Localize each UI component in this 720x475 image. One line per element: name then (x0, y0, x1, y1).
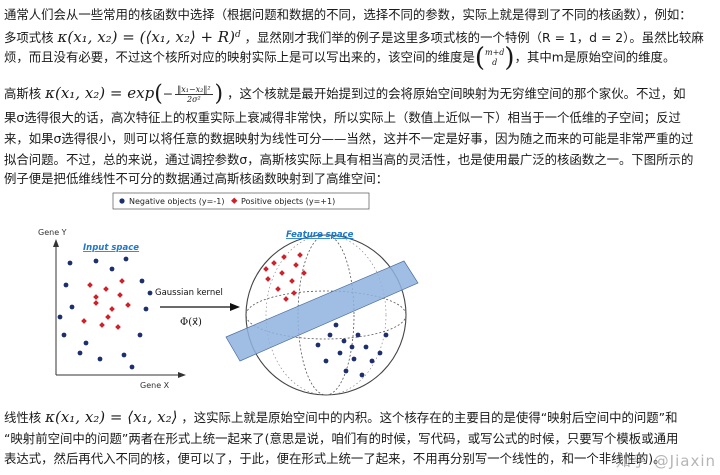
kernel-arrow: Gaussian kernel Φ(x⃗) (155, 288, 240, 328)
positive-point (105, 314, 111, 320)
negative-point (359, 372, 365, 378)
para1-line2: 多项式核 κ(x₁, x₂) = (⟨x₁, x₂⟩ + R)d ，显然刚才我们… (4, 26, 704, 47)
input-space-title: Input space (83, 243, 139, 253)
positive-point (265, 276, 271, 282)
negative-point (147, 290, 153, 296)
negative-point (337, 350, 343, 356)
figure-legend: Negative objects (y=-1) Positive objects… (112, 192, 370, 210)
para3-line3: 表达式，然后再代入不同的核，便可以了，于此，便在形式上统一了起来，不用再分别写一… (4, 451, 666, 466)
gauss-kernel-desc: ，这个核就是最开始提到过的会将原始空间映射为无穷维空间的那个家伙。不过，如 (227, 86, 686, 101)
negative-point (77, 350, 83, 356)
separating-hyperplane (225, 260, 419, 362)
positive-point (289, 278, 295, 284)
phi-mapping-label: Φ(x⃗) (180, 317, 202, 328)
watermark: 知乎 @Jiaxin (615, 452, 716, 470)
positive-point (291, 290, 297, 296)
negative-point (315, 342, 321, 348)
para2-line3: 来，如果σ选得很小，则可以将任意的数据映射为线性可分——当然，这并不一定是好事，… (4, 131, 694, 146)
positive-point (81, 318, 87, 324)
positive-point (297, 252, 303, 258)
dimension-desc: 烦，而且没有必要，不过这个核所对应的映射实际上是可以写出来的，该空间的维度是 (4, 49, 475, 65)
poly-kernel-desc: ，显然刚才我们举的例子是这里多项式核的一个特例（R = 1，d = 2）。虽然比… (244, 30, 704, 46)
negative-point (355, 332, 361, 338)
positive-point (117, 292, 123, 298)
negative-point (349, 344, 355, 350)
negative-point (351, 356, 357, 362)
para2-line2: 果σ选得很大的话，高次特征上的权重实际上衰减得非常快，所以实际上（数值上近似一下… (4, 110, 681, 125)
negative-point (143, 306, 149, 312)
negative-point (377, 350, 383, 356)
feature-space: Feature space (225, 230, 419, 396)
kernel-mapping-figure: Negative objects (y=-1) Positive objects… (38, 192, 419, 396)
negative-point (83, 340, 89, 346)
axis-y-label: Gene Y (38, 228, 67, 237)
positive-point (119, 278, 125, 284)
linear-kernel-desc: ，这实际上就是原始空间中的内积。这个核存在的主要目的是使得“映射后空间中的问题”… (181, 410, 678, 425)
para3-line1: 线性核 κ(x₁, x₂) = ⟨x₁, x₂⟩ ，这实际上就是原始空间中的内积… (4, 408, 677, 427)
negative-point (63, 282, 69, 288)
negative-point (369, 358, 375, 364)
poly-kernel-label: 多项式核 (4, 30, 54, 46)
para1-line3: 烦，而且没有必要，不过这个核所对应的映射实际上是可以写出来的，该空间的维度是(m… (4, 43, 676, 73)
poly-kernel-exponent: d (234, 30, 241, 40)
axis-x-label: Gene X (140, 381, 170, 390)
negative-point (343, 368, 349, 374)
negative-point (109, 266, 115, 272)
positive-point (93, 294, 99, 300)
para3-line2: “映射前空间中的问题”两者在形式上统一起来了(意思是说，咱们有的时候，写代码，或… (4, 431, 679, 446)
legend-negative-label: Negative objects (y=-1) (129, 197, 224, 206)
feature-space-title: Feature space (286, 230, 354, 240)
gauss-kernel-label: 高斯核 (4, 86, 42, 101)
positive-point (301, 270, 307, 276)
positive-point (109, 306, 115, 312)
negative-point (93, 258, 99, 264)
positive-point (103, 286, 109, 292)
negative-point (123, 256, 129, 262)
input-space: Gene Y Gene X Input space (38, 228, 186, 390)
negative-point (67, 260, 73, 266)
dimension-note: ，其中m是原始空间的维度。 (514, 49, 676, 65)
legend-positive-marker (231, 197, 238, 204)
para2-line5: 例子便是把低维线性不可分的数据通过高斯核函数映射到了高维空间： (4, 171, 389, 186)
para2-line4: 拟合问题。不过，总的来说，通过调控参数σ，高斯核实际上具有相当高的灵活性，也是使… (4, 152, 694, 167)
negative-point (137, 332, 143, 338)
gauss-kernel-formula: κ(x₁, x₂) = exp (45, 84, 155, 102)
poly-kernel-formula: κ(x₁, x₂) = (⟨x₁, x₂⟩ + R) (57, 28, 235, 47)
positive-point (281, 254, 287, 260)
negative-point (323, 358, 329, 364)
para1-line1: 通常人们会从一些常用的核函数中选择（根据问题和数据的不同，选择不同的参数，实际上… (4, 7, 692, 22)
negative-point (139, 278, 145, 284)
negative-point (61, 332, 67, 338)
legend-negative-marker (119, 198, 125, 204)
negative-point (97, 356, 103, 362)
positive-point (275, 286, 281, 292)
negative-point (121, 352, 127, 358)
negative-point (129, 364, 135, 370)
positive-point (93, 300, 99, 306)
gaussian-kernel-label: Gaussian kernel (155, 288, 223, 298)
positive-point (125, 302, 131, 308)
legend-positive-label: Positive objects (y=+1) (241, 197, 335, 206)
negative-point (57, 314, 63, 320)
negative-point (327, 332, 333, 338)
negative-point (341, 338, 347, 344)
positive-point (283, 296, 289, 302)
positive-point (271, 260, 277, 266)
linear-kernel-label: 线性核 (4, 410, 42, 425)
negative-point (333, 322, 339, 328)
linear-kernel-formula: κ(x₁, x₂) = ⟨x₁, x₂⟩ (45, 408, 178, 426)
negative-point (363, 344, 369, 350)
positive-point (279, 270, 285, 276)
positive-point (115, 324, 121, 330)
negative-point (383, 332, 389, 338)
positive-point (293, 262, 299, 268)
positive-point (263, 266, 269, 272)
positive-point (87, 282, 93, 288)
negative-point (69, 304, 75, 310)
positive-point (99, 322, 105, 328)
